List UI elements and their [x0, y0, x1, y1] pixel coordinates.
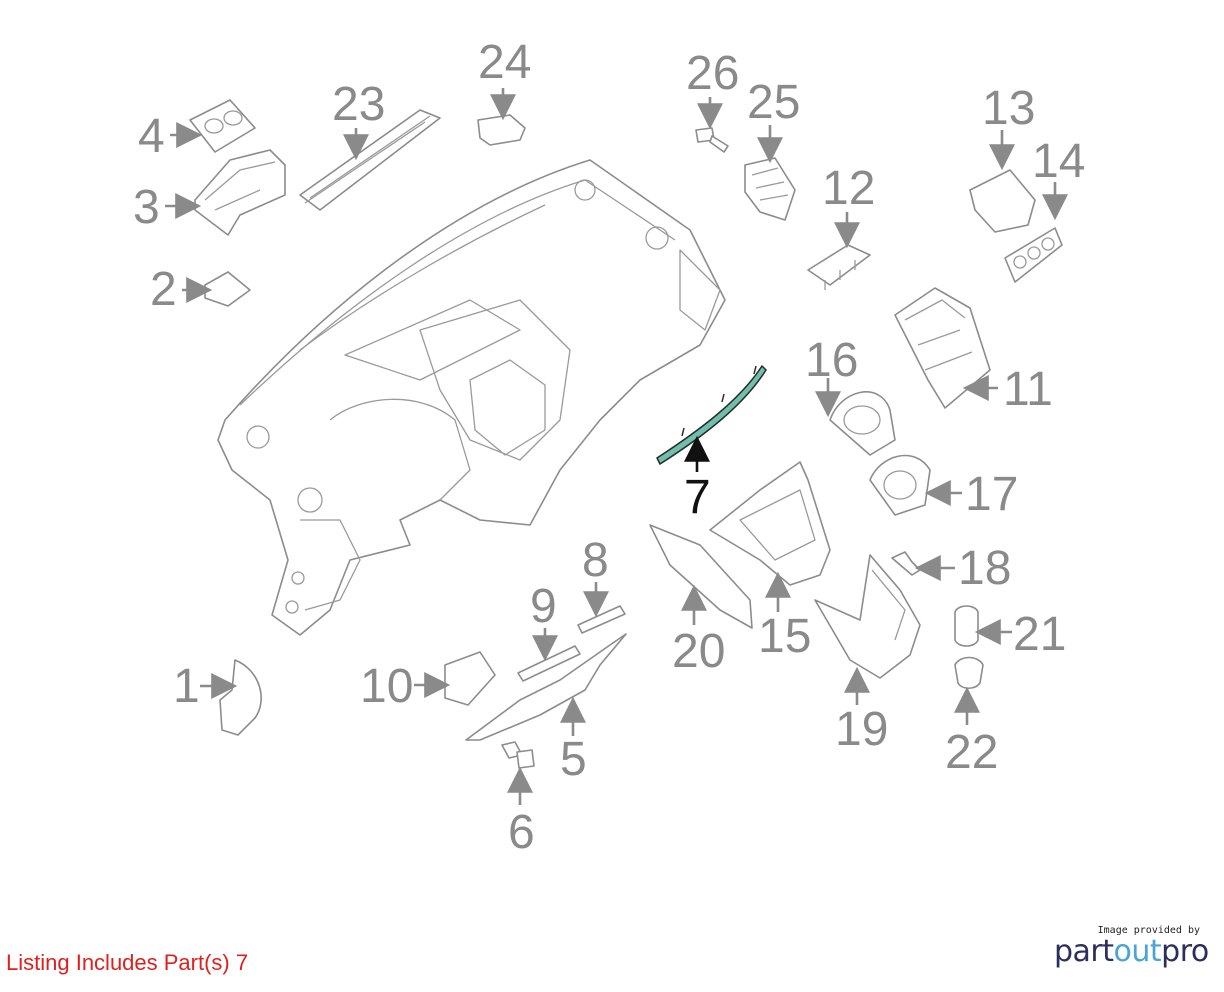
- brand-text-accent: out: [1113, 934, 1162, 969]
- dashboard-panel: [217, 159, 726, 636]
- part-4-vent-grille: [189, 99, 256, 153]
- callout-11: 11: [1003, 363, 1053, 416]
- callout-12: 12: [822, 162, 875, 215]
- callout-16: 16: [805, 334, 858, 387]
- callout-19: 19: [835, 703, 888, 756]
- callout-22: 22: [945, 726, 998, 779]
- callout-9: 9: [530, 580, 557, 633]
- part-7-trim-strip: [656, 364, 767, 466]
- brand-text-b: pro: [1161, 934, 1209, 969]
- callout-23: 23: [332, 78, 385, 131]
- part-18-clip: [891, 551, 921, 576]
- image-credit: Image provided by partoutpro: [1054, 925, 1214, 968]
- brand-text-a: part: [1054, 934, 1114, 969]
- callout-18: 18: [958, 542, 1011, 595]
- part-1-end-cover: [219, 659, 262, 736]
- leader-arrows: [165, 88, 1068, 805]
- brand-logo: partoutpro: [1054, 936, 1214, 968]
- part-20-side-panel: [649, 524, 753, 629]
- callout-13: 13: [982, 82, 1035, 135]
- listing-note: Listing Includes Part(s) 7: [6, 950, 249, 975]
- callout-25: 25: [747, 76, 800, 129]
- part-13-bracket: [969, 169, 1036, 233]
- callout-20: 20: [672, 625, 725, 678]
- part-11-vent-bezel: [894, 287, 991, 409]
- callout-10: 10: [360, 660, 413, 713]
- callout-5: 5: [560, 733, 587, 786]
- part-3-side-vent: [194, 149, 286, 236]
- part-14-switch-panel: [1004, 227, 1063, 283]
- part-16-knob-bezel: [829, 391, 896, 456]
- callout-3: 3: [133, 181, 160, 234]
- part-22-cap: [954, 656, 984, 690]
- part-2-clip: [204, 271, 251, 307]
- callout-24: 24: [478, 36, 531, 89]
- callout-4: 4: [138, 110, 165, 163]
- callout-7: 7: [684, 471, 711, 524]
- callout-8: 8: [582, 534, 609, 587]
- callout-17: 17: [965, 468, 1018, 521]
- part-26-bolt: [695, 127, 729, 153]
- callout-2: 2: [150, 263, 177, 316]
- part-24-clip: [477, 114, 526, 146]
- callout-1: 1: [173, 660, 200, 713]
- callout-6: 6: [508, 806, 535, 859]
- callout-14: 14: [1032, 135, 1085, 188]
- credit-line: Image provided by: [1097, 925, 1200, 936]
- part-10-bracket: [444, 651, 496, 706]
- part-23-defrost-grille: [299, 109, 441, 211]
- callout-15: 15: [758, 610, 811, 663]
- part-25-vent: [744, 157, 796, 221]
- part-12-bracket: [807, 244, 871, 290]
- part-19-lower-console: [814, 554, 921, 679]
- part-5-lower-cover: [465, 633, 627, 741]
- callout-26: 26: [686, 47, 739, 100]
- part-15-console-panel: [709, 461, 831, 586]
- part-21-cap: [954, 605, 979, 647]
- part-8-bracket: [577, 605, 626, 634]
- part-6-bolt: [501, 741, 535, 769]
- callout-labels: 1 2 3 4 5 6 7 8 9 10 11 12 13 14 15 16 1…: [133, 36, 1085, 859]
- part-17-knob-bezel: [869, 454, 931, 516]
- callout-21: 21: [1013, 608, 1066, 661]
